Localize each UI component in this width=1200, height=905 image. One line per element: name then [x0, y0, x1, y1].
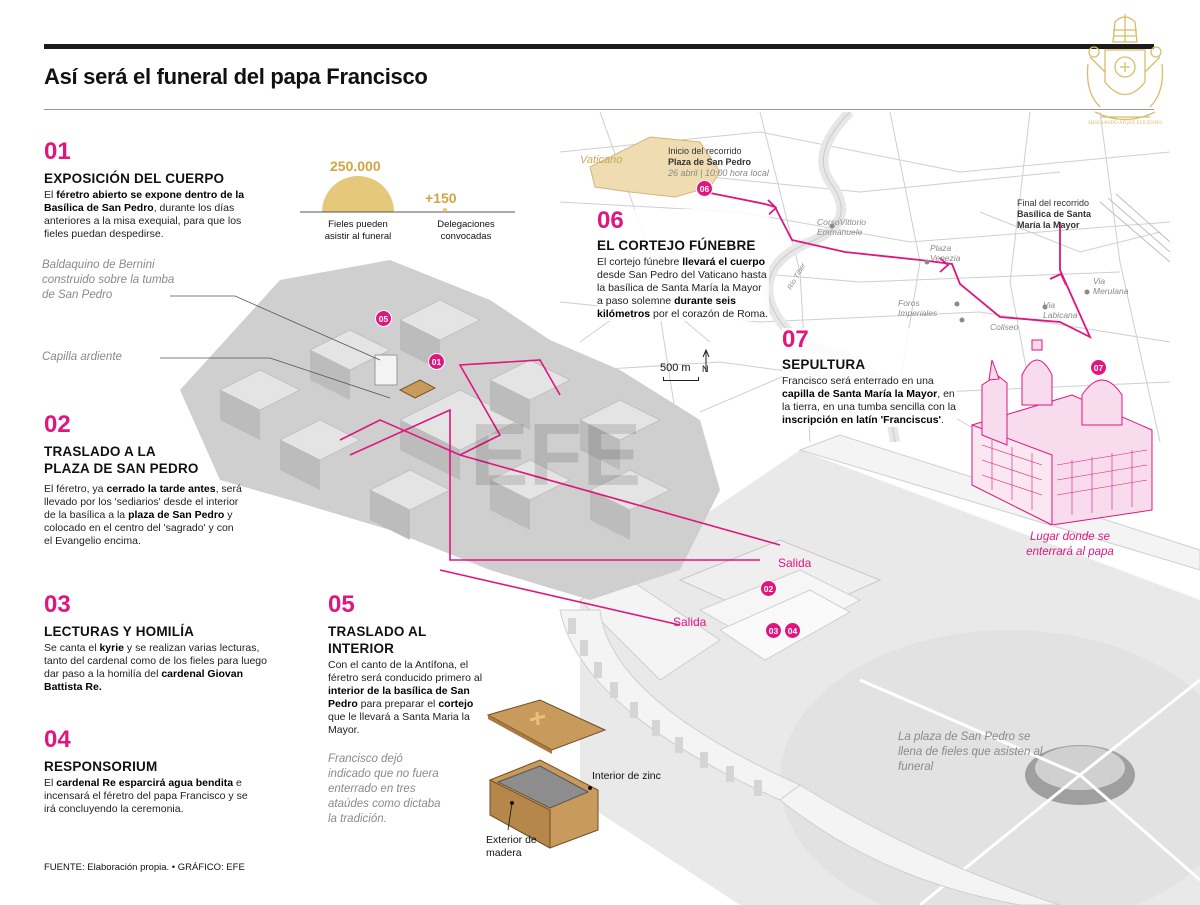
- section-07-text: Francisco será enterrado en una capilla …: [782, 375, 956, 426]
- section-05-number: 05: [328, 591, 355, 618]
- map-scale: 500 m: [660, 362, 691, 374]
- efe-watermark: EFE: [470, 405, 641, 504]
- section-07-number: 07: [782, 326, 809, 353]
- section-07-heading: SEPULTURA: [782, 357, 866, 372]
- section-03-number: 03: [44, 591, 71, 618]
- section-05: 05 TRASLADO AL INTERIOR Con el canto de …: [328, 593, 488, 737]
- section-05-text: Con el canto de la Antífona, el féretro …: [328, 659, 483, 736]
- section-03: 03 LECTURAS Y HOMILÍA Se canta el kyrie …: [44, 593, 269, 694]
- section-04-text: El cardenal Re esparcirá agua bendita e …: [44, 777, 248, 815]
- baldaquino-note: Baldaquino de Bernini construido sobre l…: [42, 259, 175, 301]
- section-04-heading: RESPONSORIUM: [44, 759, 158, 774]
- scale-bar: [663, 377, 699, 381]
- section-06-heading: EL CORTEJO FÚNEBRE: [597, 238, 756, 253]
- section-01-heading: EXPOSICIÓN DEL CUERPO: [44, 171, 225, 186]
- pin-05: 05: [375, 310, 392, 327]
- coliseo-label: Coliseo: [990, 322, 1019, 332]
- salida-label-2: Salida: [673, 615, 707, 629]
- santa-maria-maggiore-illustration: [971, 339, 1153, 525]
- pin-07: 07: [1090, 359, 1107, 376]
- section-01-number: 01: [44, 138, 71, 165]
- faithful-count: 250.000: [330, 158, 381, 174]
- delegations-count: +150: [425, 190, 457, 206]
- section-01: 01 EXPOSICIÓN DEL CUERPO El féretro abie…: [44, 140, 264, 241]
- section-02-heading-2: PLAZA DE SAN PEDRO: [44, 461, 199, 476]
- north-indicator: N: [702, 364, 709, 374]
- coffin-illustration: [486, 699, 607, 849]
- section-01-text: El féretro abierto se expone dentro de l…: [44, 189, 245, 240]
- section-03-text: Se canta el kyrie y se realizan varias l…: [44, 642, 267, 693]
- faithful-label: Fieles pueden asistir al funeral: [324, 219, 392, 242]
- route-start-label: Inicio del recorrido Plaza de San Pedro …: [668, 146, 769, 178]
- merulana-label: Via Merulana: [1093, 276, 1129, 296]
- source-credit: FUENTE: Elaboración propia. • GRÁFICO: E…: [44, 862, 245, 873]
- coffin-interior-label: Interior de zinc: [592, 770, 661, 782]
- svg-text:MISERANDO ATQUE ELIGENDO: MISERANDO ATQUE ELIGENDO: [1088, 121, 1162, 126]
- section-02-heading-1: TRASLADO A LA: [44, 444, 156, 459]
- delegations-label: Delegaciones convocadas: [437, 219, 495, 242]
- capilla-note: Capilla ardiente: [42, 351, 122, 363]
- venezia-label: Plaza Venezia: [930, 243, 961, 263]
- route-end-label: Final del recorrido Basílica de Santa Ma…: [1017, 198, 1092, 230]
- corso-label: CorsoVittorio Emmanuele: [817, 217, 866, 237]
- section-04: 04 RESPONSORIUM El cardenal Re esparcirá…: [44, 728, 254, 816]
- pin-06: 06: [696, 180, 713, 197]
- section-05-heading: TRASLADO AL INTERIOR: [328, 624, 427, 656]
- plaza-note: La plaza de San Pedro se llena de fieles…: [898, 731, 1043, 773]
- pin-02: 02: [760, 580, 777, 597]
- section-07: 07 SEPULTURA Francisco será enterrado en…: [782, 328, 957, 427]
- callout-lines: [160, 295, 391, 399]
- section-02-text: El féretro, ya cerrado la tarde antes, s…: [44, 483, 242, 547]
- pin-04: 04: [784, 622, 801, 639]
- top-rule: [44, 44, 1154, 49]
- page-title: Así será el funeral del papa Francisco: [44, 64, 428, 89]
- section-02-number: 02: [44, 411, 71, 438]
- foros-label: Foros Imperiales: [898, 298, 938, 318]
- ataudes-note: Francisco dejó indicado que no fuera ent…: [328, 753, 441, 825]
- pin-03: 03: [765, 622, 782, 639]
- title-rule: [44, 109, 1154, 110]
- stats-graphic: [300, 176, 515, 213]
- section-06-text: El cortejo fúnebre llevará el cuerpo des…: [597, 256, 769, 320]
- section-06-number: 06: [597, 207, 624, 234]
- section-04-number: 04: [44, 726, 71, 753]
- burial-place-note: Lugar donde se enterrará al papa: [1026, 531, 1114, 558]
- section-03-heading: LECTURAS Y HOMILÍA: [44, 624, 195, 639]
- pin-01: 01: [428, 353, 445, 370]
- coffin-exterior-label: Exterior de madera: [486, 834, 537, 859]
- vaticano-label: Vaticano: [580, 154, 623, 166]
- salida-label-1: Salida: [778, 556, 812, 570]
- basilica-illustration: EFE: [180, 260, 1200, 905]
- section-06: 06 EL CORTEJO FÚNEBRE El cortejo fúnebre…: [597, 209, 769, 321]
- labicana-label: Via Labicana: [1043, 300, 1078, 320]
- section-02: 02 TRASLADO A LA PLAZA DE SAN PEDRO El f…: [44, 413, 244, 548]
